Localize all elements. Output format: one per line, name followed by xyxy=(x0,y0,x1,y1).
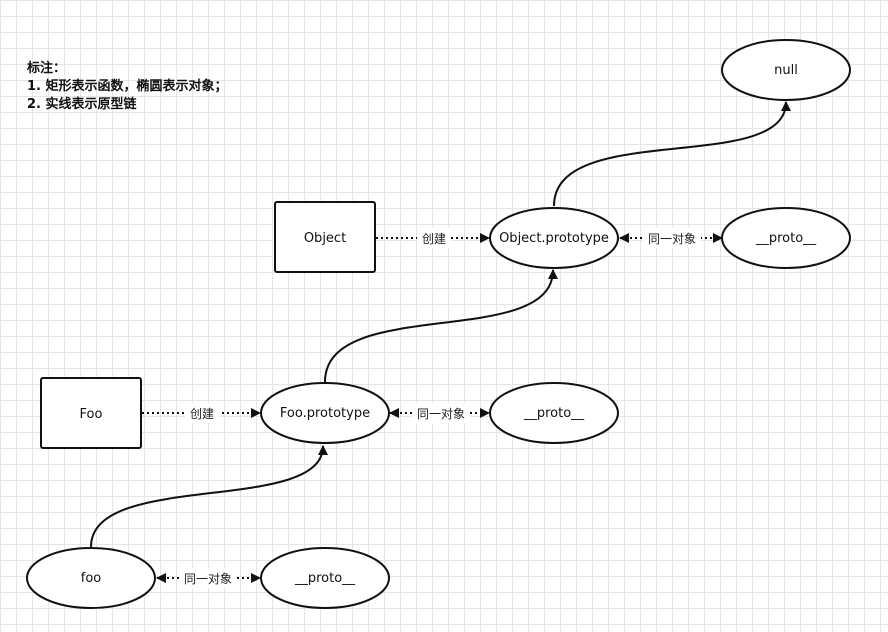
node-null xyxy=(721,39,851,101)
legend-line-1: 1. 矩形表示函数，椭圆表示对象； xyxy=(27,79,228,94)
legend-line-2: 2. 实线表示原型链 xyxy=(27,97,137,112)
node-foo-instance-proto-label: __proto__ xyxy=(294,571,356,586)
node-object-proto-proto xyxy=(721,207,851,269)
label-foo-creates: 创建 xyxy=(190,407,214,421)
node-null-label: null xyxy=(774,63,798,78)
node-object-prototype-label: Object.prototype xyxy=(499,231,609,246)
node-foo-prototype-label: Foo.prototype xyxy=(280,406,370,421)
node-foo-instance-label: foo xyxy=(81,571,102,586)
node-foo-proto-proto xyxy=(489,382,619,444)
node-foo-function-label: Foo xyxy=(80,407,103,422)
label-object-creates: 创建 xyxy=(422,232,446,246)
legend-title: 标注： xyxy=(27,61,67,76)
legend-notes: 标注： 1. 矩形表示函数，椭圆表示对象； 2. 实线表示原型链 xyxy=(27,60,228,114)
node-object-function-label: Object xyxy=(304,231,346,246)
label-object-same: 同一对象 xyxy=(648,232,696,246)
node-foo-instance xyxy=(26,547,156,609)
node-foo-prototype xyxy=(260,382,390,444)
node-foo-instance-proto xyxy=(260,547,390,609)
chain-edge-object-prototype-to-null xyxy=(553,101,791,207)
node-foo-proto-proto-label: __proto__ xyxy=(523,406,585,421)
label-foo-same: 同一对象 xyxy=(417,407,465,421)
node-foo-function xyxy=(40,377,142,449)
node-object-prototype xyxy=(489,207,619,269)
chain-edge-foo-to-foo-prototype xyxy=(90,445,328,548)
node-object-proto-proto-label: __proto__ xyxy=(755,231,817,246)
chain-edge-foo-prototype-to-object-prototype xyxy=(324,269,558,383)
node-object-function xyxy=(274,201,376,273)
label-instance-same: 同一对象 xyxy=(184,572,232,586)
